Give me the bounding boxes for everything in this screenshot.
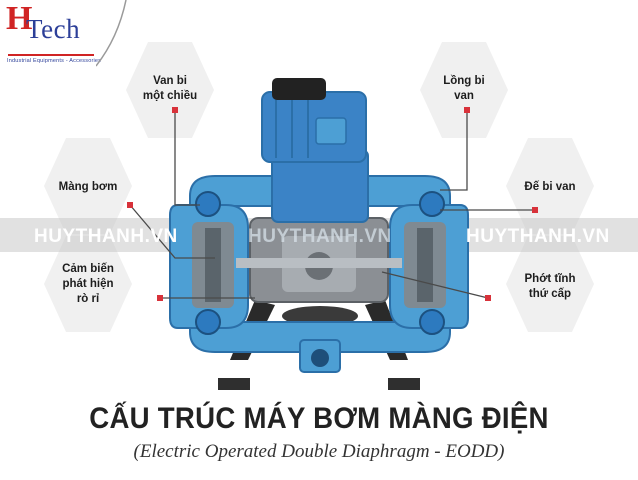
logo-underline bbox=[8, 54, 94, 56]
label-diaphragm: Màng bơm bbox=[58, 181, 118, 193]
watermark-left: HUYTHANH.VN bbox=[34, 226, 178, 247]
label-check-valve: Van bi một chiều bbox=[142, 75, 198, 102]
leader-diaphragm bbox=[129, 204, 215, 259]
leader-lines bbox=[129, 110, 535, 299]
page-subtitle: (Electric Operated Double Diaphragm - EO… bbox=[133, 441, 505, 462]
leader-secondary-seal bbox=[381, 271, 489, 299]
label-ball-seat: Đế bi van bbox=[524, 181, 576, 193]
leader-dots bbox=[127, 107, 538, 301]
label-ball-cage: Lồng bi van bbox=[443, 75, 485, 102]
label-leak-sensor: Cảm biến phát hiện rò rỉ bbox=[62, 263, 114, 305]
watermark-center: HUYTHANH.VN bbox=[248, 226, 392, 247]
leader-check-valve bbox=[174, 110, 200, 206]
pump-body bbox=[169, 78, 469, 390]
logo-corner-swoosh bbox=[96, 0, 127, 67]
logo-word: Tech bbox=[26, 14, 81, 44]
pump-diagram bbox=[0, 42, 638, 390]
leader-ball-cage bbox=[440, 110, 468, 191]
logo-tagline: Industrial Equipments - Accessories bbox=[7, 58, 102, 64]
page-title: CẤU TRÚC MÁY BƠM MÀNG ĐIỆN bbox=[89, 402, 549, 435]
logo-letter-h: H bbox=[6, 0, 33, 37]
watermark-right: HUYTHANH.VN bbox=[466, 226, 610, 247]
label-secondary-seal: Phớt tĩnh thứ cấp bbox=[524, 273, 576, 300]
